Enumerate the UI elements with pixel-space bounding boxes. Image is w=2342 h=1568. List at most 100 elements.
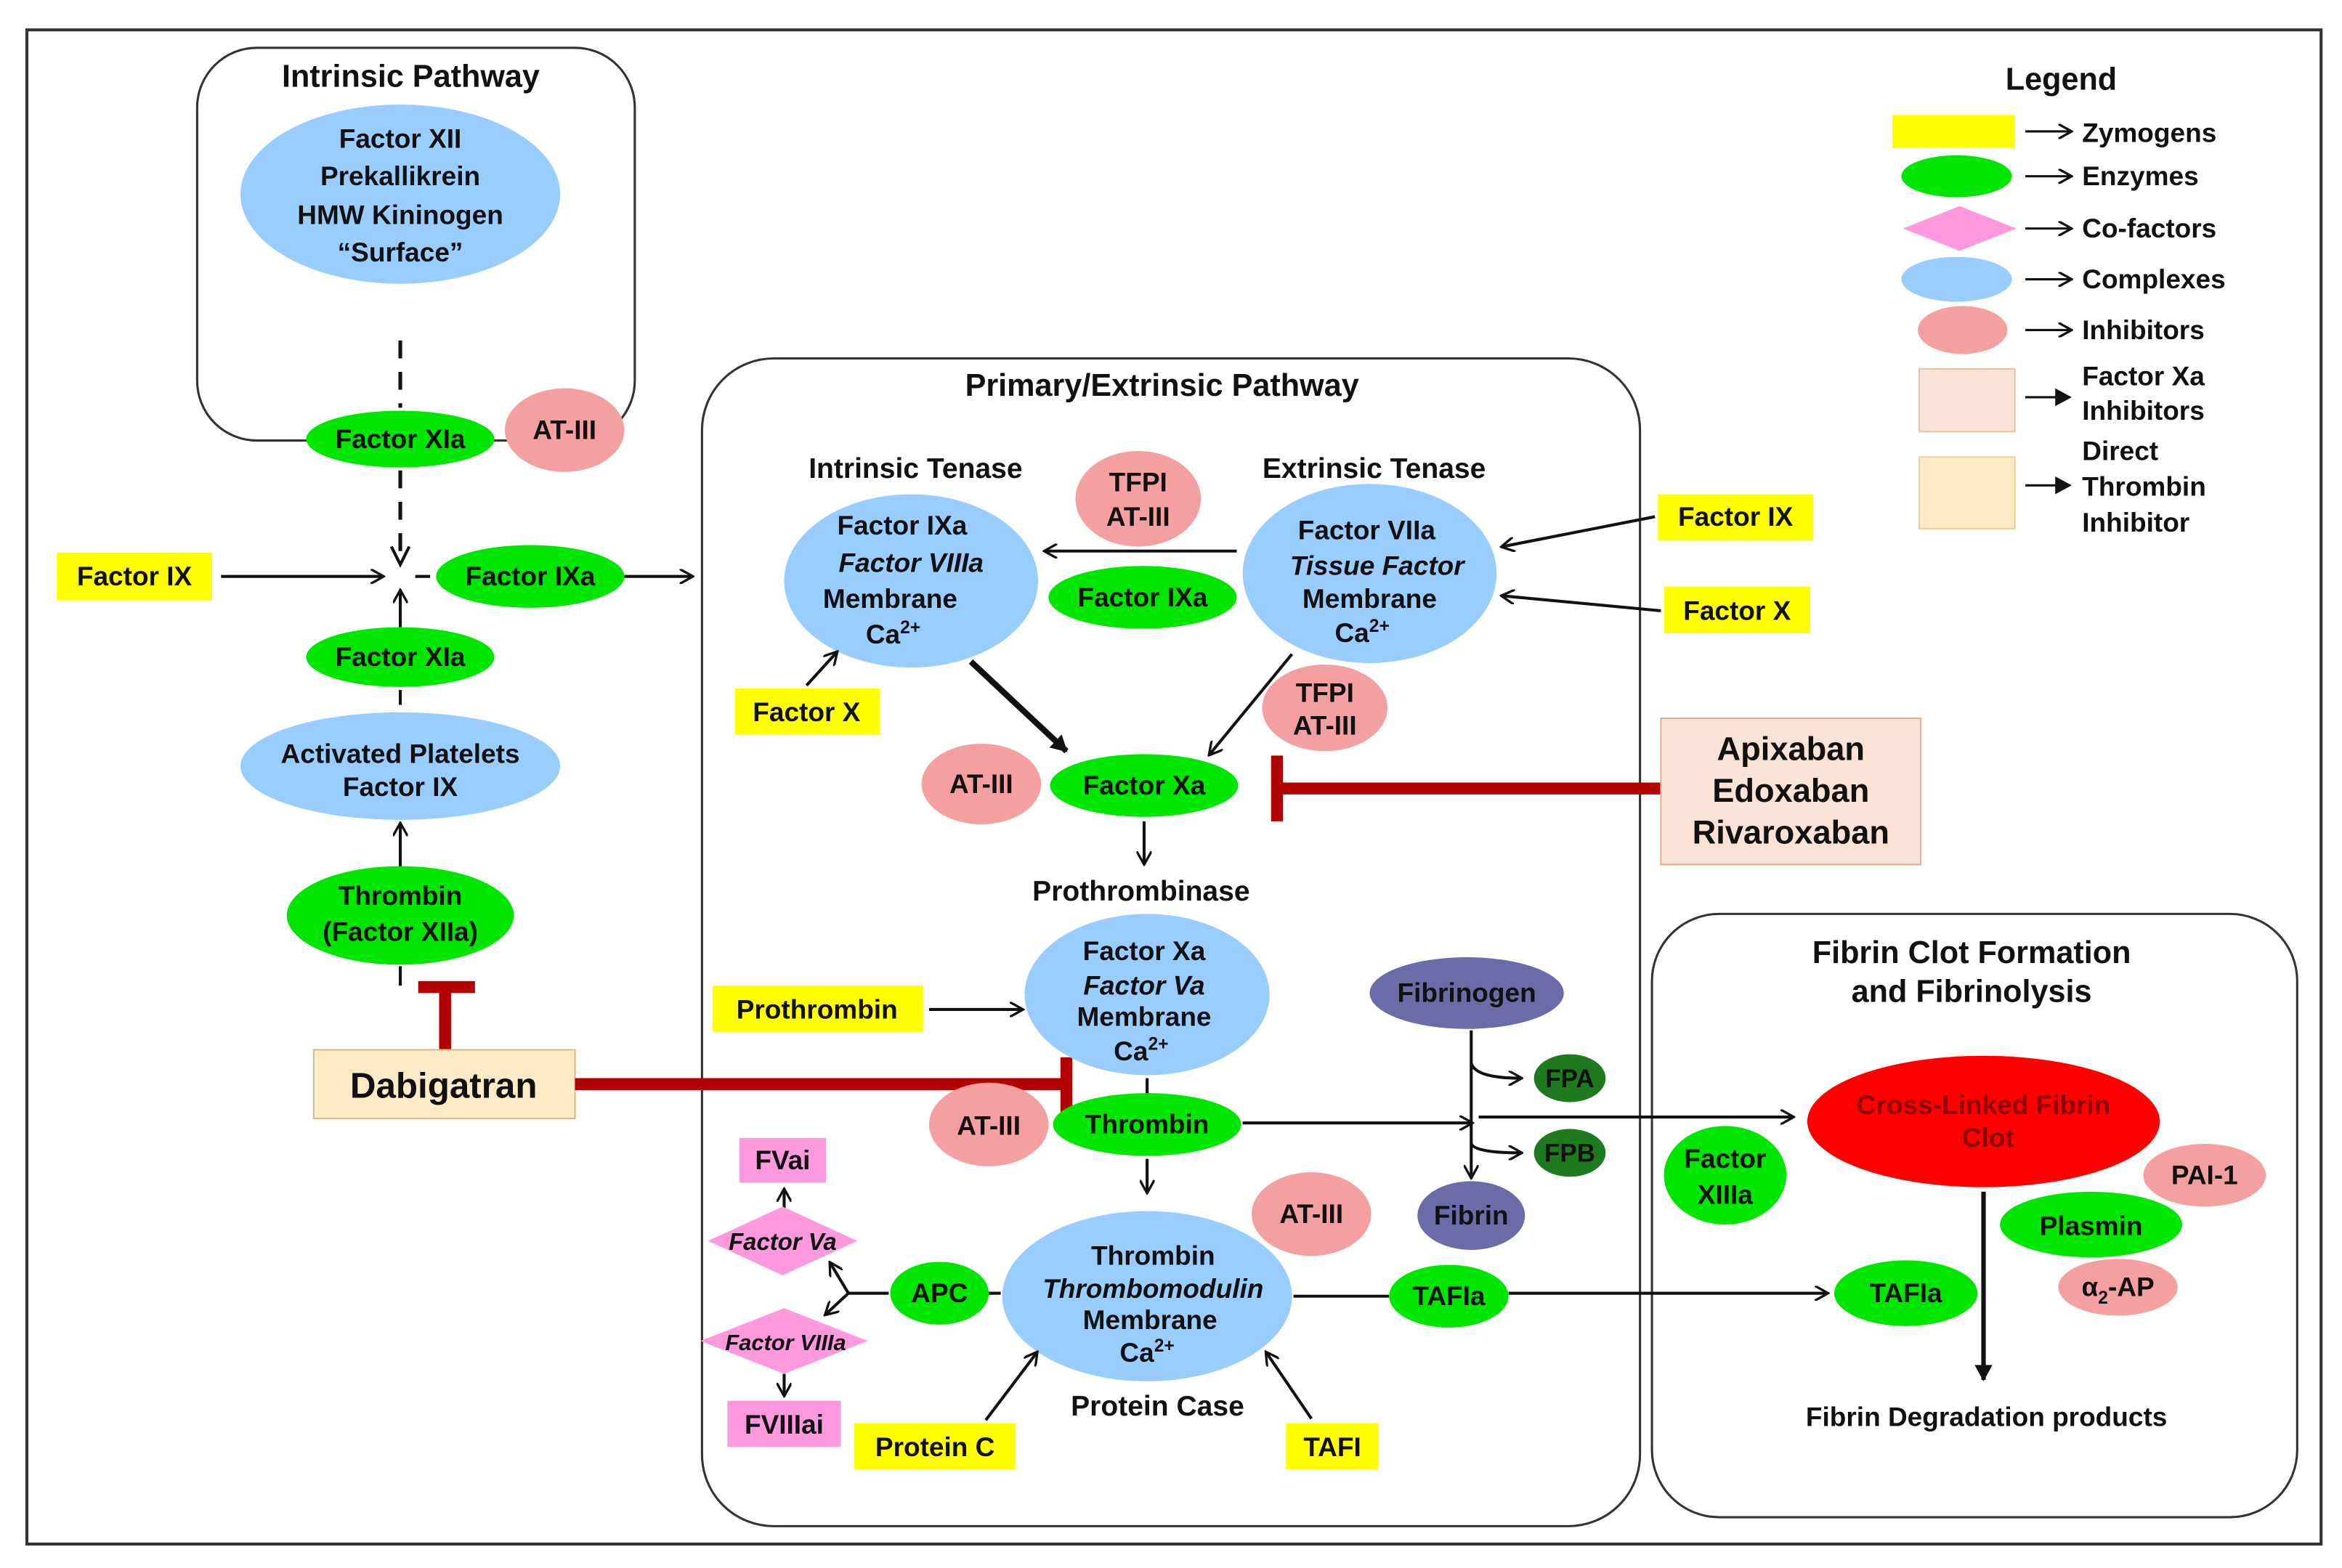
- fviiiai-label: FVIIIai: [745, 1409, 824, 1439]
- at3-protein-case: [1252, 1172, 1371, 1256]
- tfpi-at3-bottom: [1262, 665, 1388, 752]
- dabigatran-label: Dabigatran: [350, 1065, 538, 1105]
- contact-complex: [240, 104, 561, 284]
- extrinsic-tenase-title: Extrinsic Tenase: [1263, 453, 1486, 484]
- legend-zymogen-swatch: [1892, 115, 2015, 148]
- at3-factor-xa-label: AT-III: [949, 768, 1013, 799]
- fibrin-label: Fibrin: [1434, 1200, 1509, 1230]
- thrombin-intrinsic-label: Thrombin: [339, 880, 463, 911]
- legend: Legend Zymogens Enzymes Co-factors Compl…: [1892, 62, 2226, 537]
- factor-xa-label: Factor Xa: [1083, 770, 1206, 800]
- apixaban-label: Apixaban: [1717, 731, 1865, 768]
- at3-thrombin-label: AT-III: [957, 1110, 1021, 1141]
- legend-complex-swatch: [1901, 256, 2012, 302]
- legend-zymogens: Zymogens: [2082, 117, 2216, 147]
- pc-thrombin: Thrombin: [1091, 1240, 1215, 1271]
- et-calcium: Ca2+: [1334, 617, 1389, 648]
- pai-1-label: PAI-1: [2171, 1160, 2238, 1190]
- primary-pathway-box: [700, 357, 1642, 1527]
- prothrombin: [712, 986, 923, 1032]
- pc-calcium: Ca2+: [1119, 1336, 1174, 1368]
- cross-linked-fibrin-clot: [1807, 1055, 2160, 1187]
- et-membrane: Membrane: [1302, 583, 1437, 614]
- factor-xia-top-label: Factor XIa: [336, 423, 466, 454]
- pai-1: [2143, 1144, 2266, 1207]
- fpb-label: FPB: [1544, 1140, 1595, 1168]
- thrombin-intrinsic: [286, 866, 514, 965]
- activated-platelets-label: Activated Platelets: [281, 739, 520, 769]
- factor-xa: [1050, 754, 1239, 817]
- legend-title: Legend: [2006, 62, 2117, 97]
- factor-xia-bottom-label: Factor XIa: [336, 641, 466, 672]
- factor-ixa-intrinsic: [436, 545, 625, 608]
- at3-protein-case-label: AT-III: [1279, 1198, 1343, 1229]
- factor-xiiia: [1664, 1126, 1787, 1225]
- factor-xiia-label: (Factor XIIa): [323, 916, 478, 946]
- rivaroxaban-label: Rivaroxaban: [1693, 814, 1889, 851]
- factor-xiiia-label-1: Factor: [1684, 1143, 1766, 1174]
- factor-viiia-label: Factor VIIIa: [725, 1330, 846, 1355]
- it-calcium: Ca2+: [866, 618, 920, 649]
- clot-label-2: Clot: [1962, 1122, 2014, 1153]
- legend-complexes: Complexes: [2082, 264, 2225, 294]
- plasmin-label: Plasmin: [2040, 1210, 2143, 1240]
- tafi-label: TAFI: [1303, 1431, 1361, 1462]
- fibrinogen-label: Fibrinogen: [1398, 978, 1536, 1008]
- plasmin: [2000, 1191, 2182, 1258]
- contact-surface: “Surface”: [338, 237, 463, 267]
- alpha2-antiplasmin: [2058, 1259, 2178, 1316]
- factor-x-left-label: Factor X: [753, 696, 860, 727]
- factor-x-left: [734, 688, 880, 735]
- contact-prekallikrein: Prekallikrein: [320, 161, 480, 191]
- fvai: [739, 1137, 827, 1183]
- prothrombinase-complex: [1024, 914, 1270, 1076]
- legend-inhibitors: Inhibitors: [2082, 314, 2205, 345]
- activated-platelets: [240, 712, 561, 820]
- pc-membrane: Membrane: [1083, 1304, 1217, 1335]
- xa-inhibitor-box: [1660, 718, 1922, 866]
- tfpi-bottom-label: TFPI: [1296, 677, 1354, 707]
- factor-ixa-intrinsic-label: Factor IXa: [465, 561, 595, 591]
- primary-pathway-title: Primary/Extrinsic Pathway: [965, 368, 1359, 403]
- legend-dti-2: Thrombin: [2082, 471, 2206, 502]
- it-factor-ixa: Factor IXa: [837, 510, 967, 540]
- thrombin: [1053, 1093, 1241, 1156]
- pt-calcium: Ca2+: [1114, 1034, 1168, 1065]
- factor-x-right-label: Factor X: [1683, 595, 1791, 625]
- at3-factor-xa: [921, 743, 1042, 825]
- at3-bottom-label: AT-III: [1293, 710, 1357, 741]
- factor-ix-left-label: Factor IX: [77, 561, 193, 591]
- fibrin-title-line1: Fibrin Clot Formation: [1812, 935, 2131, 970]
- legend-dti-1: Direct: [2082, 435, 2158, 466]
- contact-factor-xii: Factor XII: [339, 123, 462, 154]
- factor-ix-right-label: Factor IX: [1678, 501, 1794, 532]
- et-factor-viia: Factor VIIa: [1298, 514, 1436, 545]
- tafia-primary-label: TAFIa: [1412, 1280, 1485, 1311]
- legend-fxa-inhib-2: Inhibitors: [2082, 395, 2205, 426]
- factor-ix-left: [57, 552, 212, 601]
- legend-cofactor-swatch: [1903, 206, 2017, 251]
- tafia-primary: [1389, 1264, 1509, 1328]
- thrombin-label: Thrombin: [1085, 1109, 1210, 1140]
- fibrin: [1417, 1181, 1525, 1251]
- legend-cofactors: Co-factors: [2082, 213, 2216, 243]
- protein-case-title: Protein Case: [1071, 1391, 1244, 1422]
- tafia-fibrin-label: TAFIa: [1870, 1277, 1942, 1308]
- pt-factor-xa: Factor Xa: [1083, 935, 1206, 966]
- fibrin-clot-box: [1650, 912, 2298, 1519]
- factor-va-cofactor: [708, 1206, 858, 1275]
- alpha2-antiplasmin-label: α2-AP: [2081, 1272, 2154, 1308]
- factor-xia-top: [306, 410, 495, 468]
- prothrombin-label: Prothrombin: [737, 994, 898, 1024]
- factor-ix-right: [1658, 494, 1814, 541]
- factor-ixa-primary-label: Factor IXa: [1077, 582, 1207, 612]
- legend-enzyme-swatch: [1901, 155, 2012, 198]
- legend-enzymes: Enzymes: [2082, 161, 2198, 191]
- factor-va-label: Factor Va: [729, 1228, 837, 1255]
- at3-top-label: AT-III: [1106, 501, 1170, 532]
- apc-label: APC: [911, 1277, 968, 1308]
- apc: [890, 1262, 989, 1325]
- protein-c: [854, 1423, 1016, 1470]
